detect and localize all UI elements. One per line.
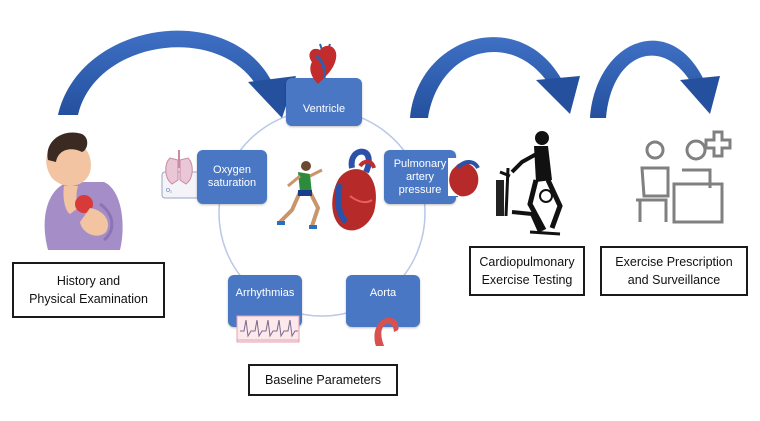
- flow-arrow-1: [58, 30, 296, 118]
- medical-cross-icon: [704, 130, 732, 158]
- node-aorta: Aorta: [346, 275, 420, 327]
- patient-chest-pain-icon: [44, 132, 123, 250]
- lungs-icon: O₂: [161, 150, 201, 199]
- node-ventricle-label: Ventricle: [302, 103, 346, 115]
- flow-arrow-3: [590, 40, 720, 118]
- baseline-parameters-box: Baseline Parameters: [248, 364, 398, 396]
- node-ventricle: Ventricle: [286, 78, 362, 126]
- cyclist-ergometer-icon: [496, 131, 563, 236]
- history-physical-exam-box: History and Physical Examination: [12, 262, 165, 318]
- heart-icon: [332, 148, 376, 231]
- runner-icon: [277, 161, 323, 229]
- node-arrhythmias-label: Arrhythmias: [235, 287, 295, 299]
- node-pulmonary-line-3: pressure: [398, 183, 442, 196]
- cpet-line-2: Exercise Testing: [481, 273, 573, 287]
- node-pulmonary-artery-pressure: Pulmonary artery pressure: [384, 150, 456, 204]
- cpet-line-1: Cardiopulmonary: [479, 255, 575, 269]
- doctor-consultation-icon: [636, 139, 724, 224]
- node-oxygen-line-2: saturation: [207, 177, 257, 189]
- history-line-2: Physical Examination: [29, 292, 148, 306]
- node-pulmonary-line-1: Pulmonary: [393, 157, 447, 170]
- exercise-prescription-box: Exercise Prescription and Surveillance: [600, 246, 748, 296]
- node-arrhythmias: Arrhythmias: [228, 275, 302, 327]
- node-oxygen-saturation: Oxygen saturation: [197, 150, 267, 204]
- rx-line-1: Exercise Prescription: [615, 255, 733, 269]
- svg-text:O₂: O₂: [166, 188, 172, 194]
- ventricle-heart-icon: [309, 43, 337, 82]
- flow-arrow-2: [410, 37, 580, 118]
- node-pulmonary-line-2: artery: [405, 170, 435, 183]
- node-aorta-label: Aorta: [369, 287, 397, 299]
- rx-line-2: and Surveillance: [627, 273, 721, 287]
- cpet-box: Cardiopulmonary Exercise Testing: [469, 246, 585, 296]
- history-line-1: History and: [56, 274, 121, 288]
- baseline-label: Baseline Parameters: [264, 373, 382, 387]
- node-oxygen-line-1: Oxygen: [213, 164, 251, 176]
